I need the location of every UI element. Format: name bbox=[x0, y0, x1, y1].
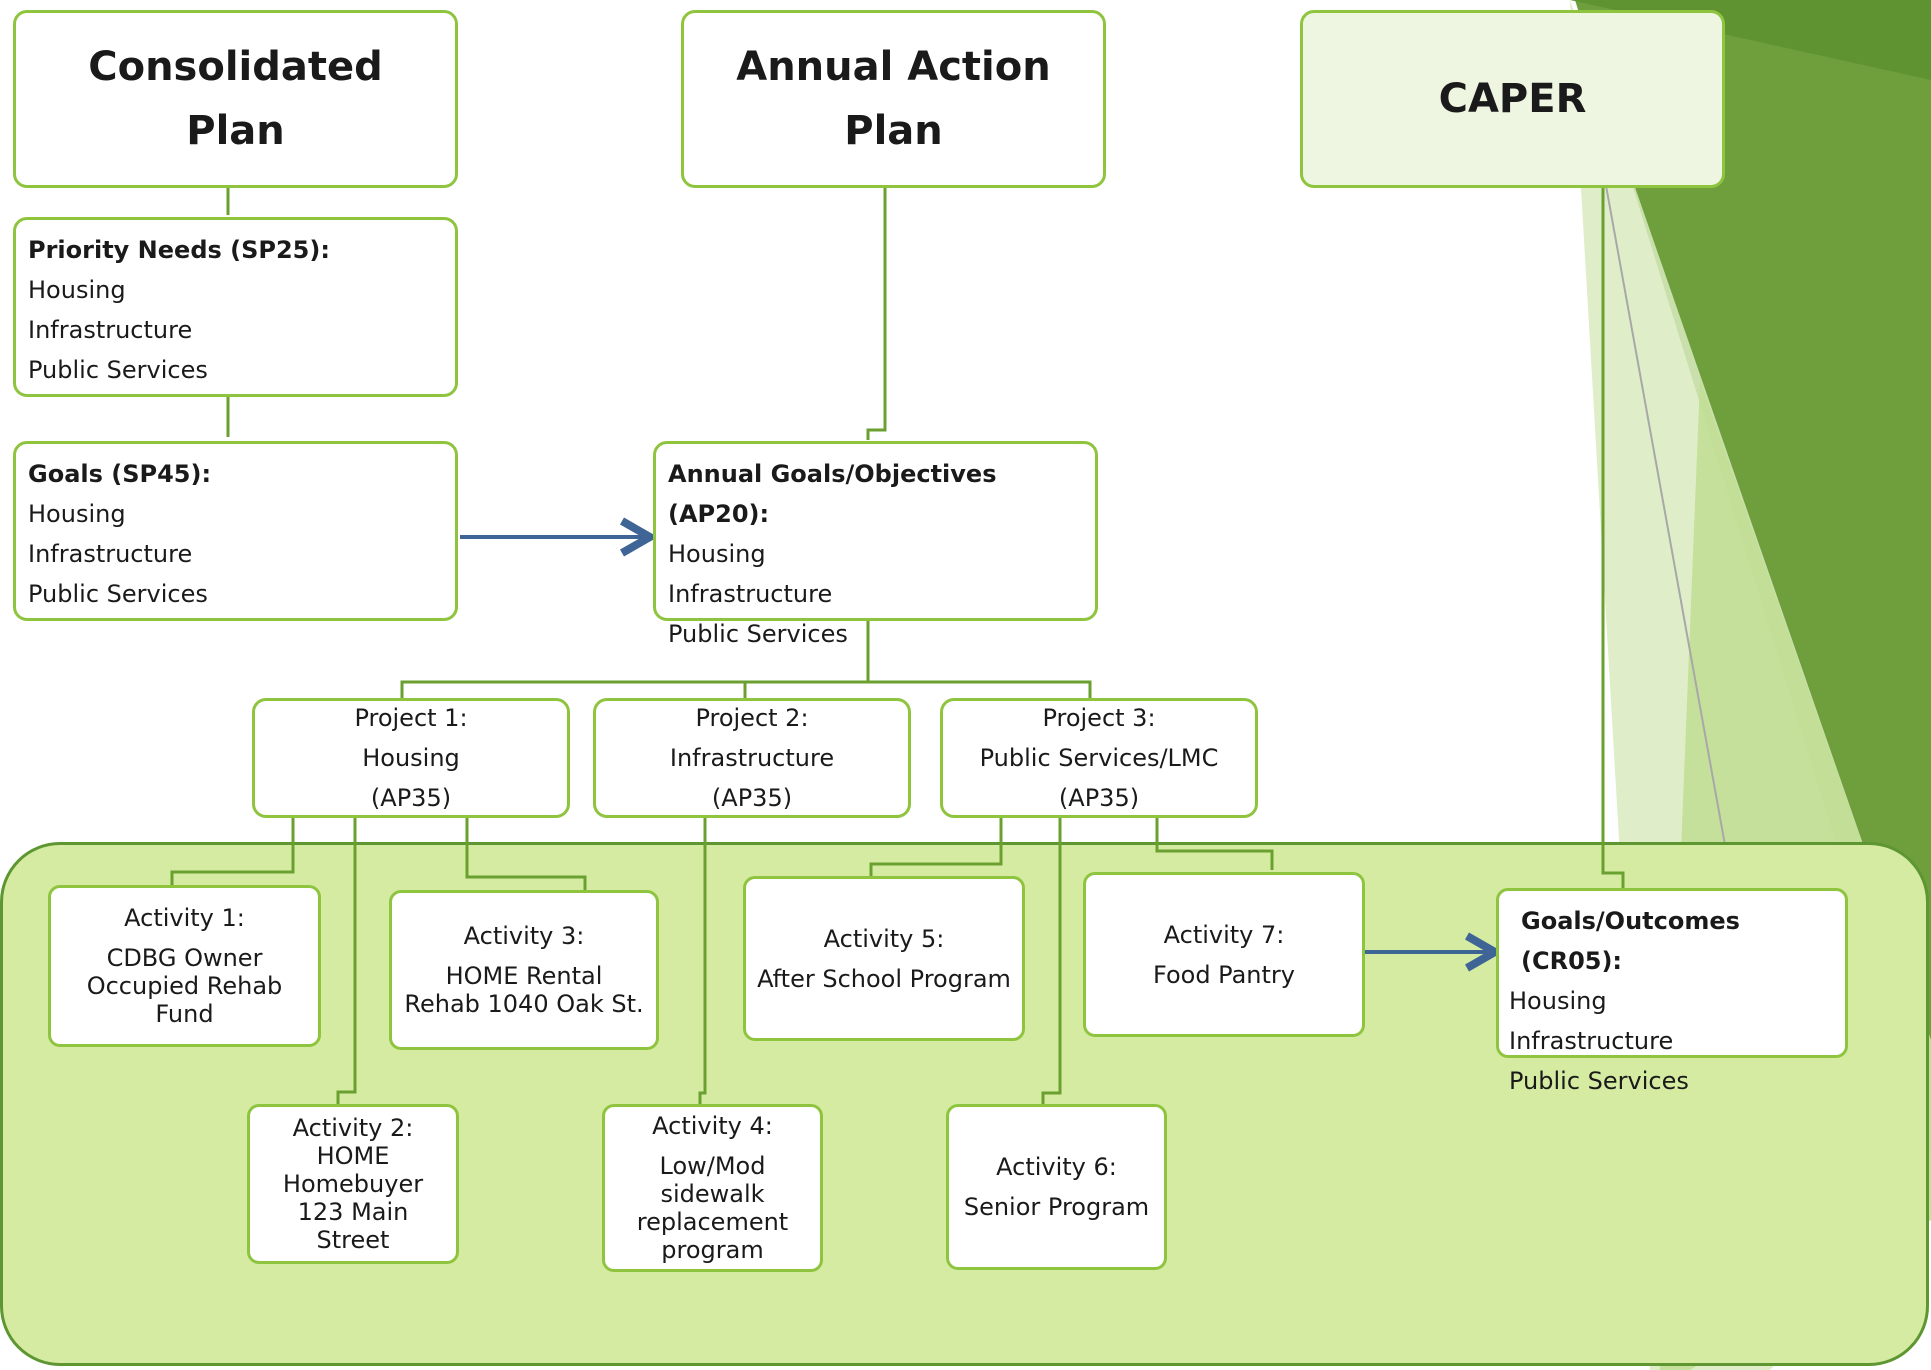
activity-7-box: Activity 7: Food Pantry bbox=[1083, 872, 1365, 1037]
connector-p1-to-a2 bbox=[336, 815, 357, 1104]
activity-4-box: Activity 4: Low/Mod sidewalk replacement… bbox=[602, 1104, 823, 1272]
consolidated-plan-box: Consolidated Plan bbox=[13, 10, 458, 188]
project-2-line: Project 2: bbox=[695, 704, 809, 732]
activity-1-line: CDBG Owner bbox=[106, 944, 263, 972]
activity-2-line: 123 Main bbox=[297, 1198, 409, 1226]
activity-2-line: Homebuyer bbox=[282, 1170, 424, 1198]
connector-annual-to-projects bbox=[400, 612, 870, 698]
priority-needs-item: Housing bbox=[28, 276, 126, 304]
activity-4-line: Low/Mod bbox=[659, 1152, 766, 1180]
outcomes-item: Public Services bbox=[1509, 1067, 1689, 1095]
connector-p1-to-a3 bbox=[465, 815, 587, 890]
project-3-line: Project 3: bbox=[1042, 704, 1156, 732]
activity-4-line: program bbox=[661, 1236, 764, 1264]
activity-5-title: Activity 5: bbox=[823, 924, 945, 953]
outcomes-box: Goals/Outcomes (CR05): Housing Infrastru… bbox=[1496, 888, 1848, 1095]
project-1-box: Project 1: Housing (AP35) bbox=[252, 698, 570, 818]
annual-goals-item: Infrastructure bbox=[668, 580, 833, 608]
activity-5-line: After School Program bbox=[757, 964, 1011, 993]
goals-box: Goals (SP45): Housing Infrastructure Pub… bbox=[13, 441, 458, 621]
annual-goals-box: Annual Goals/Objectives (AP20): Housing … bbox=[653, 441, 1098, 648]
consolidated-plan-line-1: Consolidated bbox=[88, 44, 383, 90]
activity-1-box: Activity 1: CDBG Owner Occupied Rehab Fu… bbox=[48, 885, 321, 1047]
activity-5-box: Activity 5: After School Program bbox=[743, 876, 1025, 1041]
activity-3-line: Rehab 1040 Oak St. bbox=[404, 990, 644, 1018]
project-1-line: (AP35) bbox=[370, 784, 452, 812]
annual-action-plan-box: Annual Action Plan bbox=[681, 10, 1106, 188]
goals-heading: Goals (SP45): bbox=[28, 460, 212, 488]
project-2-box: Project 2: Infrastructure (AP35) bbox=[593, 698, 911, 818]
priority-needs-box: Priority Needs (SP25): Housing Infrastru… bbox=[13, 217, 458, 397]
activity-3-title: Activity 3: bbox=[463, 922, 585, 950]
goals-item: Infrastructure bbox=[28, 540, 193, 568]
outcomes-heading: Goals/Outcomes (CR05): bbox=[1521, 907, 1740, 975]
project-2-line: Infrastructure bbox=[669, 744, 835, 772]
connector-p2-to-a4 bbox=[698, 815, 707, 1104]
activity-4-line: replacement bbox=[636, 1208, 789, 1236]
annual-action-plan-title: Annual Action Plan bbox=[736, 44, 1051, 154]
activity-2-line: HOME bbox=[316, 1142, 390, 1170]
project-1-line: Housing bbox=[362, 744, 460, 772]
outcomes-item: Infrastructure bbox=[1509, 1027, 1674, 1055]
priority-needs-item: Public Services bbox=[28, 356, 208, 384]
project-3-line: Public Services/LMC bbox=[979, 744, 1219, 772]
activity-6-box: Activity 6: Senior Program bbox=[946, 1104, 1167, 1270]
annual-goals-item: Public Services bbox=[668, 620, 848, 648]
activity-4-title: Activity 4: bbox=[652, 1112, 773, 1140]
activity-7-title: Activity 7: bbox=[1163, 920, 1285, 949]
connector-caper-to-outcomes bbox=[1601, 180, 1625, 888]
caper-title: CAPER bbox=[1438, 76, 1587, 122]
priority-needs-item: Infrastructure bbox=[28, 316, 193, 344]
connector-p1-to-a1 bbox=[170, 815, 295, 885]
outcomes-item: Housing bbox=[1509, 987, 1607, 1015]
activity-1-line: Fund bbox=[155, 1000, 214, 1028]
consolidated-plan-line-2: Plan bbox=[186, 108, 285, 154]
caper-box: CAPER bbox=[1300, 10, 1725, 188]
connector-annual-to-project3 bbox=[868, 680, 1092, 698]
activity-3-box: Activity 3: HOME Rental Rehab 1040 Oak S… bbox=[389, 890, 659, 1050]
connector-p3-to-a6 bbox=[1041, 805, 1062, 1104]
annual-goals-heading: Annual Goals/Objectives (AP20): bbox=[668, 460, 997, 528]
activity-2-box: Activity 2: HOME Homebuyer 123 Main Stre… bbox=[247, 1104, 459, 1264]
activity-1-title: Activity 1: bbox=[124, 904, 245, 932]
annual-goals-item: Housing bbox=[668, 540, 766, 568]
project-3-box: Project 3: Public Services/LMC (AP35) bbox=[940, 698, 1258, 818]
project-1-line: Project 1: bbox=[354, 704, 468, 732]
project-3-line: (AP35) bbox=[1058, 784, 1140, 812]
connector-aap-to-annual-goals bbox=[866, 180, 887, 440]
priority-needs-heading: Priority Needs (SP25): bbox=[28, 236, 330, 264]
goals-item: Housing bbox=[28, 500, 126, 528]
project-2-line: (AP35) bbox=[711, 784, 793, 812]
activity-1-line: Occupied Rehab bbox=[86, 972, 283, 1000]
activity-2-line: Street bbox=[316, 1226, 390, 1254]
connector-p3-to-a7 bbox=[1155, 797, 1274, 870]
activity-3-line: HOME Rental bbox=[445, 962, 603, 990]
activity-6-line: Senior Program bbox=[963, 1193, 1150, 1221]
activity-2-line: Activity 2: bbox=[292, 1114, 414, 1142]
connector-p3-to-a5 bbox=[869, 805, 1003, 876]
activity-6-title: Activity 6: bbox=[996, 1153, 1117, 1181]
goals-item: Public Services bbox=[28, 580, 208, 608]
activity-7-line: Food Pantry bbox=[1153, 960, 1295, 989]
activity-4-line: sidewalk bbox=[660, 1180, 765, 1208]
